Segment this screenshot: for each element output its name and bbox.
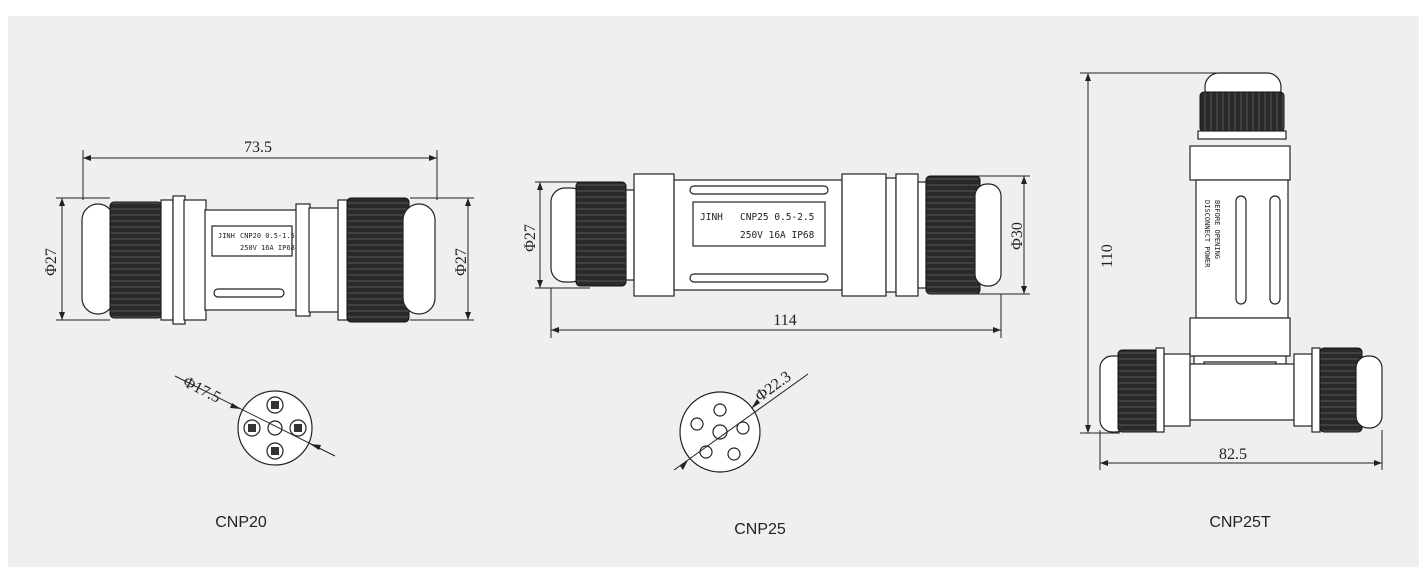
cnp20-brand: JINH bbox=[218, 232, 235, 240]
cnp20-right-diameter-text: Φ27 bbox=[453, 248, 470, 276]
cnp25-length-text: 114 bbox=[773, 312, 796, 329]
cnp20-left-diameter-dimension: Φ27 bbox=[43, 197, 110, 321]
cnp20-plate-line1: CNP20 0.5-1.5 bbox=[240, 232, 295, 240]
cnp20-plate-line2: 250V 16A IP68 bbox=[240, 244, 295, 252]
cnp25t-height-dimension: 110 bbox=[1080, 72, 1240, 434]
cnp20-length-dimension: 73.5 bbox=[82, 139, 438, 200]
cnp20-connector-body: JINH CNP20 0.5-1.5 250V 16A IP68 bbox=[81, 195, 436, 325]
cnp25-title: CNP25 bbox=[734, 521, 786, 538]
cnp25-left-diameter-text: Φ27 bbox=[522, 224, 539, 252]
cnp25t-view: 110 82.5 DISCONNECT POWER BEFORE OPENING bbox=[1080, 72, 1383, 531]
cnp25t-title: CNP25T bbox=[1209, 514, 1271, 531]
cnp25-face-view: Φ22.3 bbox=[673, 368, 809, 473]
cnp25t-label-line2: BEFORE OPENING bbox=[1213, 200, 1221, 259]
cnp25-right-diameter-dimension: Φ30 bbox=[975, 175, 1030, 295]
cnp25t-width-text: 82.5 bbox=[1219, 446, 1247, 463]
cnp25-length-dimension: 114 bbox=[550, 288, 1002, 338]
cnp20-left-diameter-text: Φ27 bbox=[43, 248, 60, 276]
cnp25-view: Φ27 Φ30 114 bbox=[522, 173, 1030, 538]
cnp25-connector-body: JINH CNP25 0.5-2.5 250V 16A IP68 bbox=[550, 173, 1002, 297]
cnp25-brand: JINH bbox=[700, 212, 723, 223]
cnp20-title: CNP20 bbox=[215, 514, 267, 531]
cnp25-right-diameter-text: Φ30 bbox=[1009, 222, 1026, 250]
cnp25-plate-line2: 250V 16A IP68 bbox=[740, 230, 815, 241]
cnp25t-connector-body: DISCONNECT POWER BEFORE OPENING bbox=[1099, 72, 1383, 433]
cnp20-view: 73.5 Φ27 Φ27 bbox=[43, 139, 474, 531]
cnp25t-height-text: 110 bbox=[1099, 244, 1116, 267]
cnp20-face-diameter-text: Φ17.5 bbox=[180, 373, 223, 406]
cnp20-face-view: Φ17.5 bbox=[174, 373, 336, 466]
cnp25-face-diameter-text: Φ22.3 bbox=[752, 368, 794, 405]
cnp20-right-diameter-dimension: Φ27 bbox=[410, 197, 474, 321]
cnp25t-width-dimension: 82.5 bbox=[1099, 430, 1383, 470]
cnp25t-label-line1: DISCONNECT POWER bbox=[1203, 200, 1211, 268]
cnp25-plate-line1: CNP25 0.5-2.5 bbox=[740, 212, 814, 223]
cnp20-length-text: 73.5 bbox=[244, 139, 272, 156]
